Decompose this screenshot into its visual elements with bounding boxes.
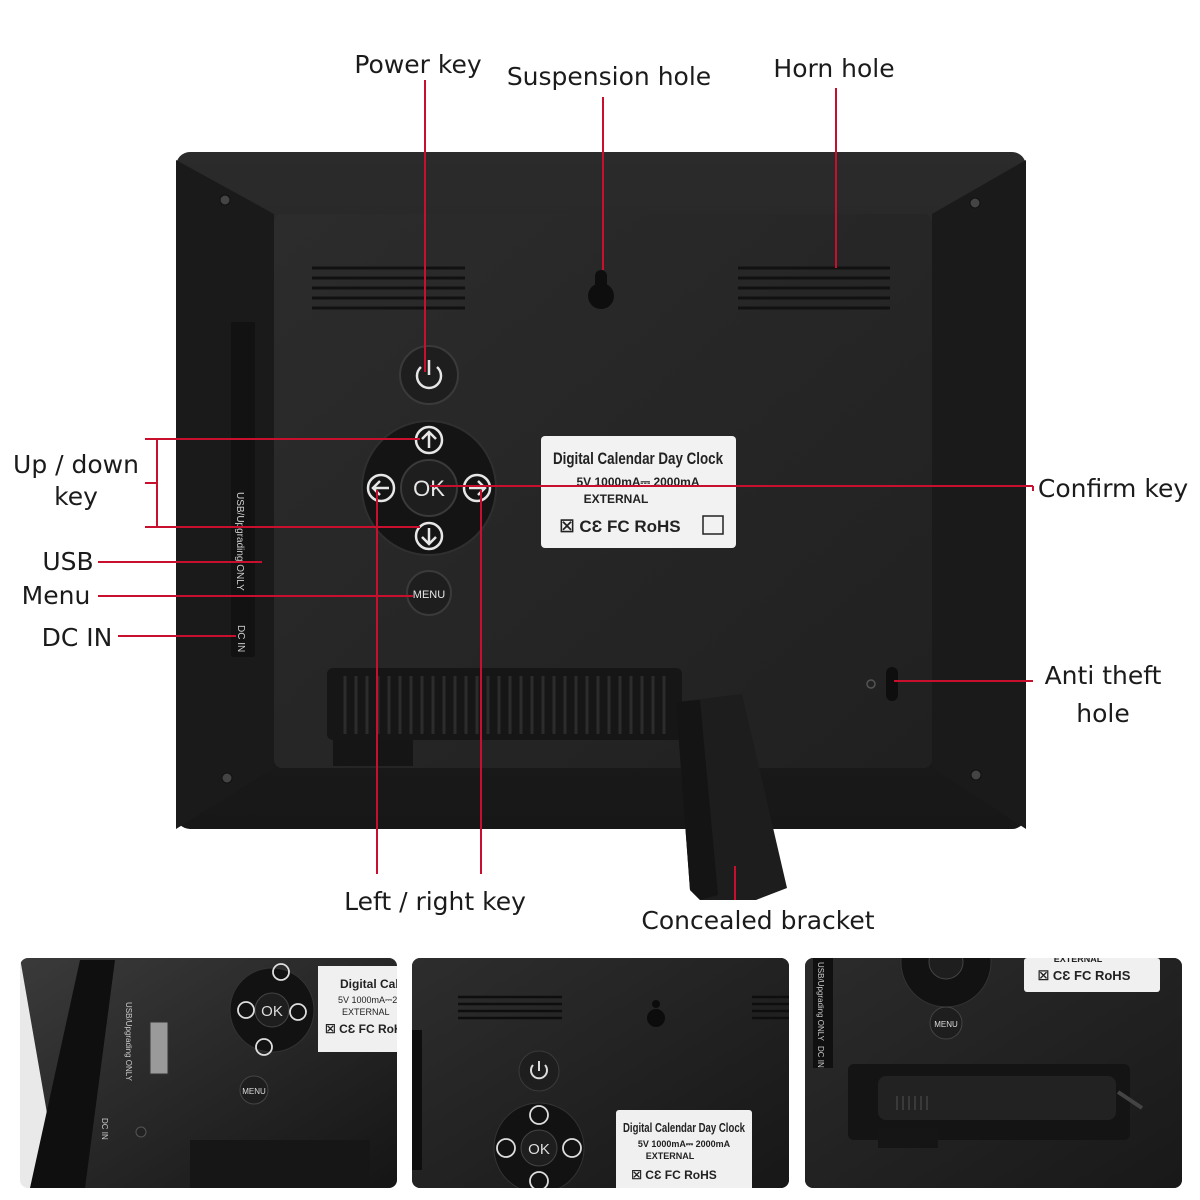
thumbnail-right: USB/Upgrading ONLY DC IN MENU EXTERNAL ☒…	[805, 954, 1182, 1188]
horn-hole-vent	[738, 266, 890, 310]
down-arrow-icon	[529, 1171, 549, 1188]
dc-side-label: DC IN	[235, 625, 246, 652]
speaker-vent-left	[312, 266, 465, 310]
power-button[interactable]	[399, 345, 459, 405]
label-concealed-bracket: Concealed bracket	[641, 906, 874, 935]
usb-port	[149, 1021, 169, 1075]
thumb-right-external: EXTERNAL	[1054, 954, 1103, 964]
thumb-right-menu: MENU	[934, 1020, 958, 1029]
thumb-left-external: EXTERNAL	[342, 1007, 390, 1017]
dpad: OK	[361, 420, 497, 556]
lock-icon	[866, 679, 876, 689]
thumb-middle-rating: 5V 1000mA⎓ 2000mA	[638, 1139, 731, 1149]
left-arrow-icon	[237, 1001, 255, 1019]
thumb-middle-ok: OK	[528, 1141, 550, 1158]
right-arrow-icon	[562, 1138, 582, 1158]
up-arrow-icon	[529, 1105, 549, 1125]
folded-bracket	[878, 1076, 1116, 1120]
callout-labels: Power key Suspension hole Horn hole Up /…	[13, 50, 1188, 935]
down-button[interactable]	[414, 521, 444, 551]
thumb-left-usb-label: USB/Upgrading ONLY	[124, 1002, 133, 1082]
up-arrow-icon	[272, 963, 290, 981]
ok-button[interactable]	[400, 459, 458, 517]
thumb-left-menu-button	[239, 1075, 269, 1105]
thumb-right-marks: ☒ CƐ FC RoHS	[1038, 968, 1131, 983]
label-power-key: Power key	[354, 50, 482, 79]
left-arrow-icon	[366, 473, 396, 503]
right-arrow-icon	[289, 1003, 307, 1021]
label-horn-hole: Horn hole	[773, 54, 894, 83]
screw-icon	[219, 194, 231, 206]
thumb-left-ok: OK	[261, 1003, 283, 1020]
screw-icon	[970, 769, 982, 781]
screw-icon	[969, 197, 981, 209]
thumb-left-sticker-title: Digital Calendar D	[340, 977, 444, 991]
power-icon	[530, 1064, 548, 1080]
label-up-down-key-2: key	[54, 482, 98, 511]
label-usb: USB	[42, 547, 93, 576]
thumb-left-marks: ☒ CƐ FC RoHS	[325, 1022, 411, 1036]
anti-theft-hole	[886, 667, 898, 701]
right-arrow-icon	[462, 473, 492, 503]
usb-side-label: USB/Upgrading ONLY	[234, 492, 245, 591]
callout-leaders	[98, 80, 1034, 900]
sticker-external: EXTERNAL	[584, 492, 649, 506]
screw-icon	[221, 772, 233, 784]
gs-mark-icon	[702, 515, 724, 535]
thumb-right-usb-label: USB/Upgrading ONLY	[816, 962, 825, 1042]
menu-button[interactable]: MENU	[406, 570, 452, 616]
label-menu: Menu	[22, 581, 91, 610]
thumb-middle-external: EXTERNAL	[646, 1151, 695, 1161]
sticker-marks: ☒ CƐ FC RoHS	[559, 517, 680, 536]
menu-label: MENU	[413, 589, 445, 601]
label-dc-in: DC IN	[42, 623, 113, 652]
label-confirm-key: Confirm key	[1038, 474, 1188, 503]
down-arrow-icon	[255, 1038, 273, 1056]
thumbnail-middle: OK Digital Calendar Day Clock 5V 1000mA⎓…	[412, 958, 789, 1188]
frame-bevel	[176, 160, 274, 829]
stand-housing	[327, 668, 682, 766]
thumbnail-left: OK MENU Digital Calendar D 5V 1000mA⎓200…	[20, 958, 444, 1188]
usb-slot	[231, 322, 255, 657]
label-anti-theft-2: hole	[1076, 699, 1129, 728]
power-icon	[415, 366, 443, 390]
label-left-right-key: Left / right key	[344, 887, 526, 916]
thumb-left-dc-label: DC IN	[100, 1118, 109, 1140]
suspension-hole	[588, 270, 614, 309]
label-up-down-key: Up / down	[13, 450, 139, 479]
label-anti-theft: Anti theft	[1045, 661, 1162, 690]
rating-sticker: Digital Calendar Day Clock 5V 1000mA⎓ 20…	[541, 436, 736, 548]
down-arrow-icon	[414, 521, 444, 551]
thumb-right-dc-label: DC IN	[816, 1046, 825, 1068]
frame-bevel-right	[932, 160, 1026, 829]
thumb-middle-marks: ☒ CƐ FC RoHS	[631, 1168, 717, 1182]
label-suspension-hole: Suspension hole	[507, 62, 711, 91]
thumb-middle-sticker-title: Digital Calendar Day Clock	[623, 1120, 746, 1135]
thumb-left-rating: 5V 1000mA⎓200	[338, 995, 407, 1005]
bracket-shade	[676, 700, 718, 900]
ok-label: OK	[413, 476, 445, 501]
sticker-title: Digital Calendar Day Clock	[553, 449, 723, 468]
left-arrow-icon	[496, 1138, 516, 1158]
thumb-right-menu-button	[929, 1006, 963, 1040]
device-back: USB/Upgrading ONLY DC IN OK	[176, 152, 1026, 900]
thumb-left-menu: MENU	[242, 1087, 266, 1096]
